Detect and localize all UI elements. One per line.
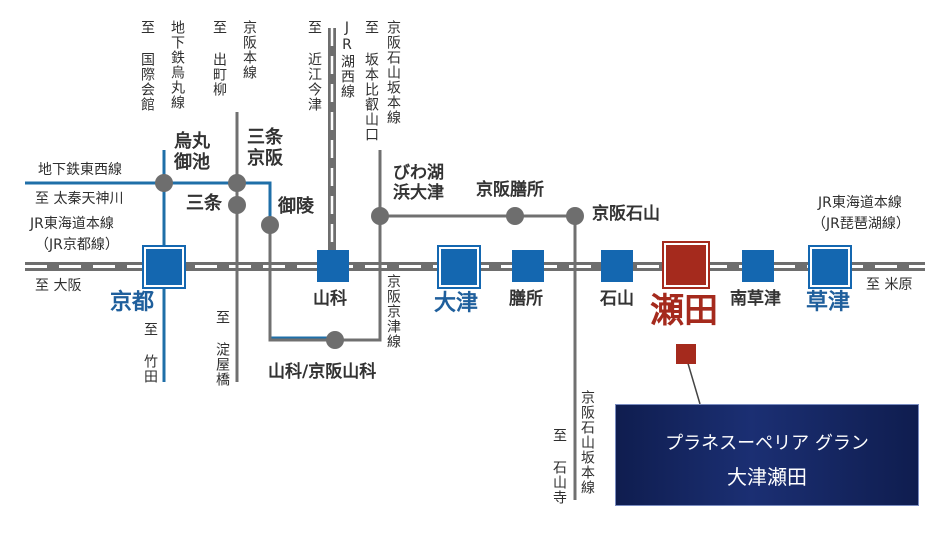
- misasagi-dot: [261, 216, 279, 234]
- label-keihan-ishiyama-sakamoto: 京阪石山坂本線: [385, 20, 401, 125]
- keihan-ishiyama-sakamoto-line: [378, 150, 577, 500]
- station-misasagi: 御陵: [278, 196, 314, 217]
- label-jr-biwako-line: （JR琵琶湖線）: [812, 216, 910, 232]
- label-to-omiimazu: 至 近江今津: [306, 20, 322, 112]
- label-karasuma-line: 地下鉄烏丸線: [169, 20, 185, 110]
- label-to-maibara: 至 米原: [866, 277, 913, 293]
- station-sanjo: 三条: [186, 193, 222, 214]
- seta-station-marker: [662, 241, 710, 289]
- label-to-demachi: 至 出町柳: [211, 20, 227, 97]
- yamashina-station-marker: [317, 250, 349, 282]
- zeze-station-marker: [512, 250, 544, 282]
- station-biwako-hamaotsu: びわ湖 浜大津: [393, 163, 444, 203]
- label-jr-kyoto-line: （JR京都線）: [35, 237, 119, 253]
- property-location-marker: [676, 344, 696, 364]
- label-to-kokusai: 至 国際会館: [139, 20, 155, 112]
- label-jr-tokaido-left: JR東海道本線: [30, 216, 114, 232]
- label-jr-kosei: JR湖西線: [339, 20, 355, 99]
- callout-property-place: 大津瀬田: [727, 465, 807, 489]
- kyoto-station-marker: [142, 245, 186, 289]
- callout-property-name: プラネスーペリア グラン: [665, 433, 869, 454]
- label-keihan-ishiyama-sakamoto-south: 京阪石山坂本線: [579, 390, 595, 495]
- station-kyoto: 京都: [110, 289, 155, 315]
- station-ishiyama: 石山: [600, 289, 634, 309]
- station-kusatsu: 草津: [806, 289, 851, 315]
- karasuma-oike-dot: [155, 174, 173, 192]
- station-minami-kusatsu: 南草津: [730, 289, 781, 309]
- jr-kosei-line: [328, 28, 336, 268]
- minami-kusatsu-station-marker: [742, 250, 774, 282]
- label-keihan-keishin: 京阪京津線: [385, 274, 401, 349]
- label-subway-tozai: 地下鉄東西線: [38, 162, 122, 178]
- keihan-ishiyama-dot: [566, 207, 584, 225]
- hamaotsu-dot: [371, 207, 389, 225]
- sanjo-dot: [228, 196, 246, 214]
- otsu-station-marker: [437, 245, 481, 289]
- label-to-takeda: 至 竹田: [142, 322, 158, 384]
- station-karasuma-oike: 烏丸 御池: [174, 131, 210, 173]
- callout-pointer: [686, 359, 701, 405]
- station-otsu: 大津: [434, 290, 479, 316]
- label-keihan-honsen: 京阪本線: [241, 20, 257, 80]
- station-yamashina: 山科: [313, 289, 347, 309]
- ishiyama-station-marker: [601, 250, 633, 282]
- label-to-ishiyamadera: 至 石山寺: [551, 428, 567, 505]
- keihan-yamashina-dot: [326, 331, 344, 349]
- keihan-zeze-dot: [506, 207, 524, 225]
- kusatsu-station-marker: [808, 245, 852, 289]
- label-to-yodoyabashi: 至 淀屋橋: [214, 310, 230, 387]
- station-zeze: 膳所: [509, 289, 543, 309]
- station-sanjo-keihan: 三条 京阪: [247, 127, 283, 169]
- station-yamashina-keihan: 山科/京阪山科: [268, 362, 377, 382]
- label-to-osaka: 至 大阪: [35, 278, 82, 294]
- property-callout: プラネスーペリア グラン 大津瀬田: [615, 404, 919, 506]
- label-to-uzumasa: 至 太秦天神川: [35, 191, 124, 207]
- sanjo-keihan-dot: [228, 174, 246, 192]
- station-keihan-ishiyama: 京阪石山: [592, 204, 660, 224]
- label-jr-tokaido-right: JR東海道本線: [818, 195, 902, 211]
- label-to-sakamoto: 至 坂本比叡山口: [363, 20, 379, 142]
- station-keihan-zeze: 京阪膳所: [476, 180, 544, 200]
- station-seta: 瀬田: [650, 291, 718, 331]
